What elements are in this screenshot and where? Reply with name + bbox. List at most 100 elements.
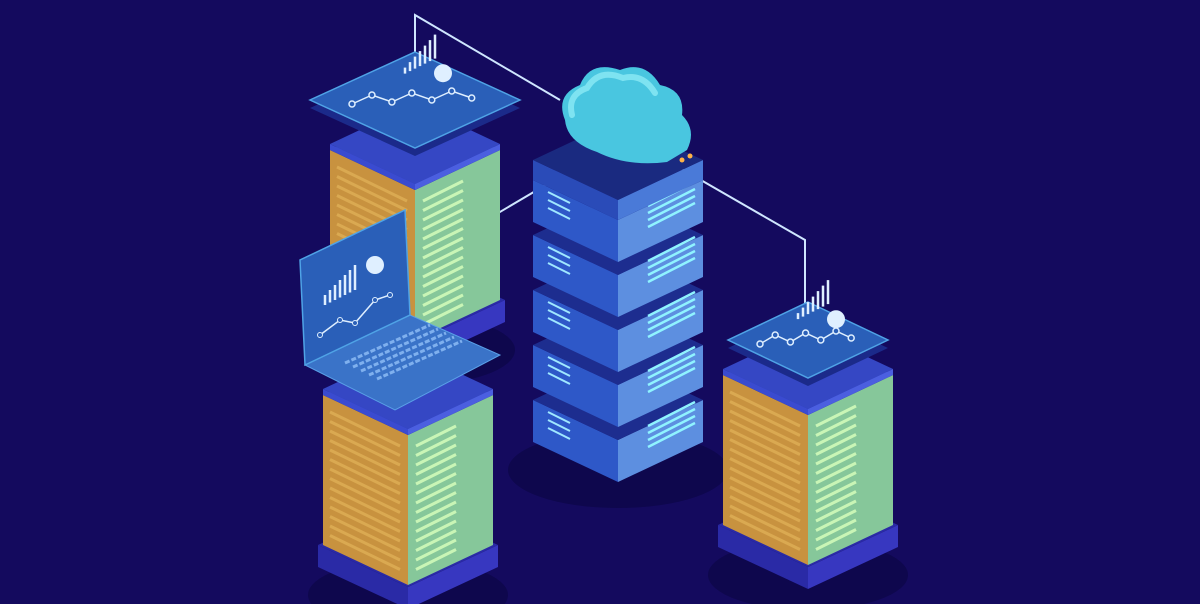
drive-slot — [415, 519, 457, 543]
storage-box-right — [718, 329, 898, 589]
line-chart-point — [428, 96, 436, 104]
drive-slot — [815, 404, 857, 428]
pie-chart-icon — [827, 310, 845, 329]
line-chart-point — [352, 320, 358, 326]
rack-led-line — [647, 297, 696, 325]
cloud-body — [562, 67, 691, 164]
line-chart-point — [337, 317, 343, 323]
stripe — [329, 420, 401, 457]
drive-slot — [815, 490, 857, 513]
rack-slot — [547, 317, 571, 330]
drive-slot — [815, 518, 857, 542]
stripe — [729, 514, 801, 551]
connection-line — [679, 167, 806, 330]
drive-slot — [415, 443, 457, 467]
line-chart-point — [348, 100, 356, 108]
scene — [299, 34, 898, 604]
stripe — [729, 504, 801, 542]
rack-led-line — [647, 304, 696, 332]
keyboard-row — [376, 339, 463, 381]
stripe — [329, 439, 401, 476]
rack-unit-left-face — [533, 180, 618, 262]
storage-box-top-left-body-right-face — [415, 150, 500, 340]
line-chart-point — [771, 331, 779, 339]
stripe — [729, 400, 801, 437]
rack-top-right-face — [618, 160, 703, 220]
line-chart-point — [372, 297, 378, 303]
stripe — [329, 448, 401, 486]
rack-led-line — [647, 311, 696, 339]
drive-slot — [422, 303, 464, 326]
storage-box-top-left-lid-left-face — [330, 144, 415, 190]
tablet-right — [726, 280, 890, 386]
line-chart-point — [368, 91, 376, 99]
drive-slot — [815, 471, 857, 494]
drive-slot — [422, 246, 464, 269]
storage-box-right-body-left-face — [723, 375, 808, 565]
rack-led-line — [647, 201, 696, 229]
rack-led-line — [647, 249, 696, 277]
line-chart-point — [388, 98, 396, 106]
rack-slot — [547, 246, 571, 259]
drive-slot — [422, 284, 464, 307]
line-chart-point — [467, 94, 476, 102]
stripe — [329, 410, 401, 448]
stripe — [729, 457, 801, 494]
rack-unit-left-face — [533, 400, 618, 482]
rack-led-line — [647, 290, 696, 318]
stripe — [329, 458, 401, 495]
drive-slot — [415, 462, 457, 486]
stripe — [329, 486, 401, 524]
tablet-top-left-screen — [308, 51, 522, 149]
keyboard-row — [352, 327, 439, 369]
stripe — [329, 515, 401, 552]
stripe — [329, 524, 401, 562]
rack-slot — [547, 419, 571, 432]
rack-unit-left-face — [533, 290, 618, 372]
drive-slot — [815, 442, 857, 466]
rack-led-line — [647, 187, 696, 215]
drive-slot — [815, 452, 857, 475]
rack-led-line — [647, 235, 696, 263]
drive-slot — [815, 433, 857, 456]
stripe — [336, 165, 408, 203]
drive-slot — [415, 481, 457, 505]
drive-slot — [815, 414, 857, 437]
stripe — [729, 476, 801, 513]
rack-led-line — [647, 366, 696, 394]
drive-slot — [415, 529, 457, 552]
stripe — [729, 428, 801, 466]
drive-slot — [422, 274, 464, 298]
stripe — [329, 534, 401, 571]
line-chart-point — [756, 340, 764, 348]
drive-slot — [422, 208, 464, 231]
rack-slot — [547, 207, 571, 220]
rack-slot — [547, 372, 571, 385]
rack-slot — [547, 309, 571, 322]
tablet-right-screen — [726, 301, 890, 379]
status-light — [687, 153, 693, 159]
drive-slot — [422, 217, 464, 241]
cloud-highlight — [568, 71, 658, 118]
storage-box-bottom-left-lid-right-face — [408, 389, 493, 435]
rack-slot — [547, 191, 571, 204]
rack-led-line — [647, 242, 696, 270]
rack-slot — [547, 199, 571, 212]
drive-slot — [422, 265, 464, 288]
rack-slot — [547, 254, 571, 267]
stripe — [729, 390, 801, 428]
storage-box-bottom-left-base-right-face — [408, 545, 498, 604]
keyboard-row — [368, 335, 455, 377]
line-chart-point — [817, 336, 825, 344]
stripe — [336, 175, 408, 212]
stripe — [729, 419, 801, 456]
drive-slot — [815, 480, 857, 504]
drive-slot — [422, 255, 464, 279]
drive-slot — [422, 179, 464, 203]
stripe — [729, 466, 801, 504]
drive-slot — [815, 499, 857, 523]
drive-slot — [415, 538, 457, 562]
stripe — [329, 429, 401, 467]
storage-box-right-lid-right-face — [808, 369, 893, 415]
